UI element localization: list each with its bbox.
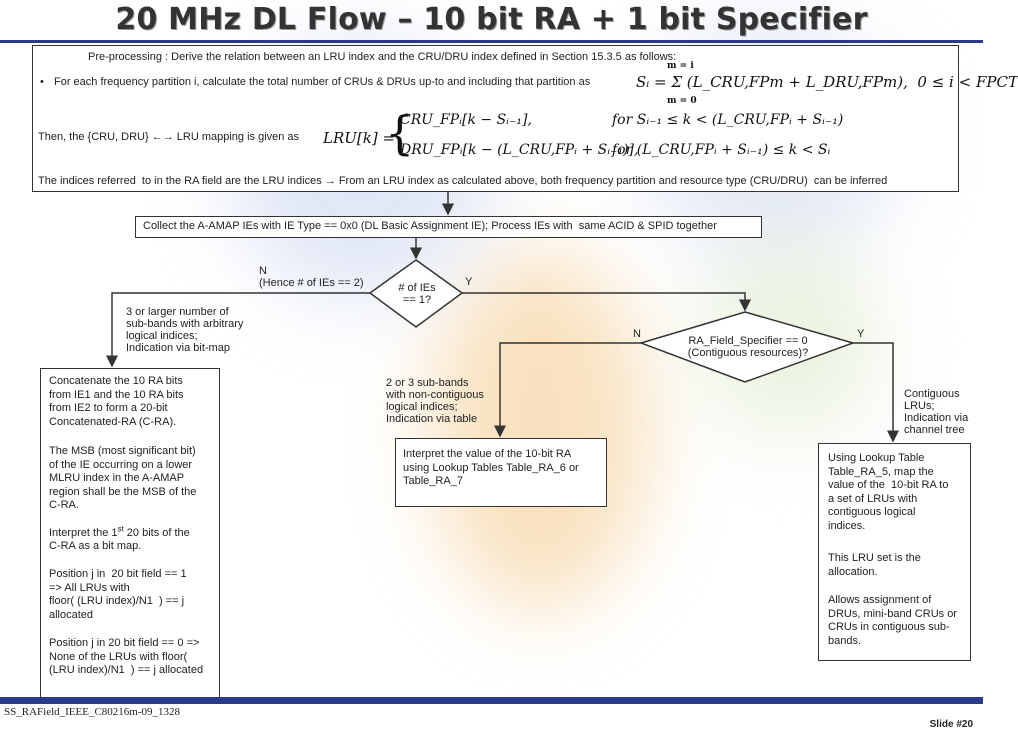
bitmap-process-box <box>40 368 220 698</box>
annotation-table: 2 or 3 sub-bands with non-contiguous log… <box>386 377 484 425</box>
contiguous-step-map: Using Lookup Table Table_RA_5, map the v… <box>828 452 949 532</box>
lru-brace: { <box>385 106 415 160</box>
bitmap-interpret-superscript: st <box>117 524 124 534</box>
sum-upper-limit: m = i <box>667 61 694 71</box>
decision2-yes-label: Y <box>857 328 865 340</box>
lookup-table-box <box>395 438 607 507</box>
bitmap-interpret-text: Interpret the 1 <box>49 527 118 539</box>
preprocessing-step-indices: The indices referred to in the RA field … <box>38 175 888 187</box>
arrow-decision2-no <box>494 342 641 438</box>
collect-ies-text: Collect the A-AMAP IEs with IE Type == 0… <box>143 220 717 232</box>
footer-bar <box>0 697 983 704</box>
contiguous-step-allocation: This LRU set is the allocation. <box>828 552 921 578</box>
lru-case-dru: DRU_FPᵢ[k − (L_CRU,FPᵢ + Sᵢ₋₁)], <box>400 142 639 158</box>
bitmap-step-interpret-2: C-RA as a bit map. <box>49 540 142 552</box>
decision1-diamond <box>368 259 464 328</box>
decision2-diamond <box>638 311 856 383</box>
slide-number: Slide #20 <box>929 719 973 730</box>
arrow-decision1-no <box>106 292 370 368</box>
contiguous-lru-box <box>818 443 971 661</box>
title-underline <box>0 40 983 43</box>
bitmap-step-concatenate: Concatenate the 10 RA bits from IE1 and … <box>49 375 184 428</box>
decision1-yes-label: Y <box>465 276 473 288</box>
bitmap-rule-one: Position j in 20 bit field == 1 => All L… <box>49 568 187 621</box>
arrow-decision2-yes <box>853 342 899 443</box>
decision2-question: RA_Field_Specifier == 0 (Contiguous reso… <box>687 335 809 359</box>
bitmap-step-msb: The MSB (most significant bit) of the IE… <box>49 445 197 511</box>
bitmap-step-interpret: Interpret the 1st 20 bits of the <box>49 524 190 541</box>
lru-lhs: LRU[k] = <box>323 129 396 147</box>
bitmap-interpret-text-2: 20 bits of the <box>123 527 190 539</box>
lru-condition-dru: for (L_CRU,FPᵢ + Sᵢ₋₁) ≤ k < Sᵢ <box>612 142 831 158</box>
decision1-question: # of IEs == 1? <box>398 282 436 306</box>
contiguous-step-assignment: Allows assignment of DRUs, mini-band CRU… <box>828 594 957 647</box>
sum-lower-limit: m = 0 <box>667 96 697 106</box>
slide-title: 20 MHz DL Flow – 10 bit RA + 1 bit Speci… <box>115 2 868 37</box>
si-formula: Sᵢ = Σ (L_CRU,FPm + L_DRU,FPm), 0 ≤ i < … <box>636 73 1018 91</box>
preprocessing-step-mapping: Then, the {CRU, DRU} ←→ LRU mapping is g… <box>38 131 300 143</box>
annotation-channel-tree: Contiguous LRUs; Indication via channel … <box>904 388 969 436</box>
preprocessing-heading: Pre-processing : Derive the relation bet… <box>88 51 677 63</box>
flow-connectors <box>106 192 899 443</box>
bitmap-rule-zero: Position j in 20 bit field == 0 => None … <box>49 637 204 676</box>
collect-ies-box <box>135 216 762 238</box>
preprocessing-box <box>32 45 959 192</box>
lru-case-cru: CRU_FPᵢ[k − Sᵢ₋₁], <box>400 112 532 128</box>
preprocessing-step-partition: For each frequency partition i, calculat… <box>54 76 591 88</box>
decision1-no-label: N (Hence # of IEs == 2) <box>259 265 364 289</box>
arrow-decision1-yes <box>462 292 751 312</box>
annotation-bitmap: 3 or larger number of sub-bands with arb… <box>126 306 244 354</box>
lookup-table-text: Interpret the value of the 10-bit RA usi… <box>403 448 579 487</box>
decision2-no-label: N <box>633 328 641 340</box>
footer-document-id: SS_RAField_IEEE_C80216m-09_1328 <box>4 706 181 718</box>
lru-condition-cru: for Sᵢ₋₁ ≤ k < (L_CRU,FPᵢ + Sᵢ₋₁) <box>612 112 844 128</box>
bullet-icon: • <box>40 76 44 88</box>
